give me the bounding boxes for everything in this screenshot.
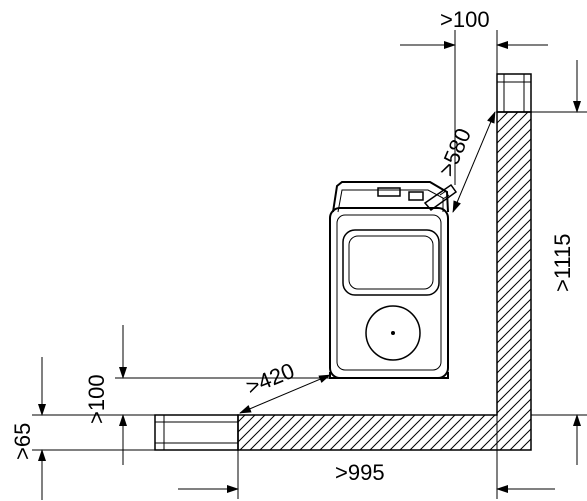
dimension-floor-length: >995 [178, 415, 555, 499]
floor-left-block [154, 414, 239, 451]
dimension-rear-diagonal: >580 [434, 111, 496, 213]
dimension-wall-height: >1115 [497, 60, 587, 465]
floor-thickness-label: >65 [10, 423, 35, 460]
wall-top-block [496, 73, 532, 113]
appliance-display-window [342, 229, 440, 296]
wall-height-label: >1115 [550, 233, 575, 292]
dimension-front-diagonal: >420 [239, 358, 331, 414]
floor-clearance-label: >100 [84, 374, 109, 424]
dimension-floor-thickness: >65 [10, 357, 155, 500]
front-diagonal-label: >420 [243, 358, 298, 400]
appliance-dial [365, 305, 421, 361]
top-clearance-label: >100 [440, 7, 490, 32]
floor-length-label: >995 [335, 460, 385, 485]
wall-floor-section [237, 111, 532, 451]
appliance [329, 181, 458, 379]
dimension-top-clearance: >100 [400, 7, 548, 185]
